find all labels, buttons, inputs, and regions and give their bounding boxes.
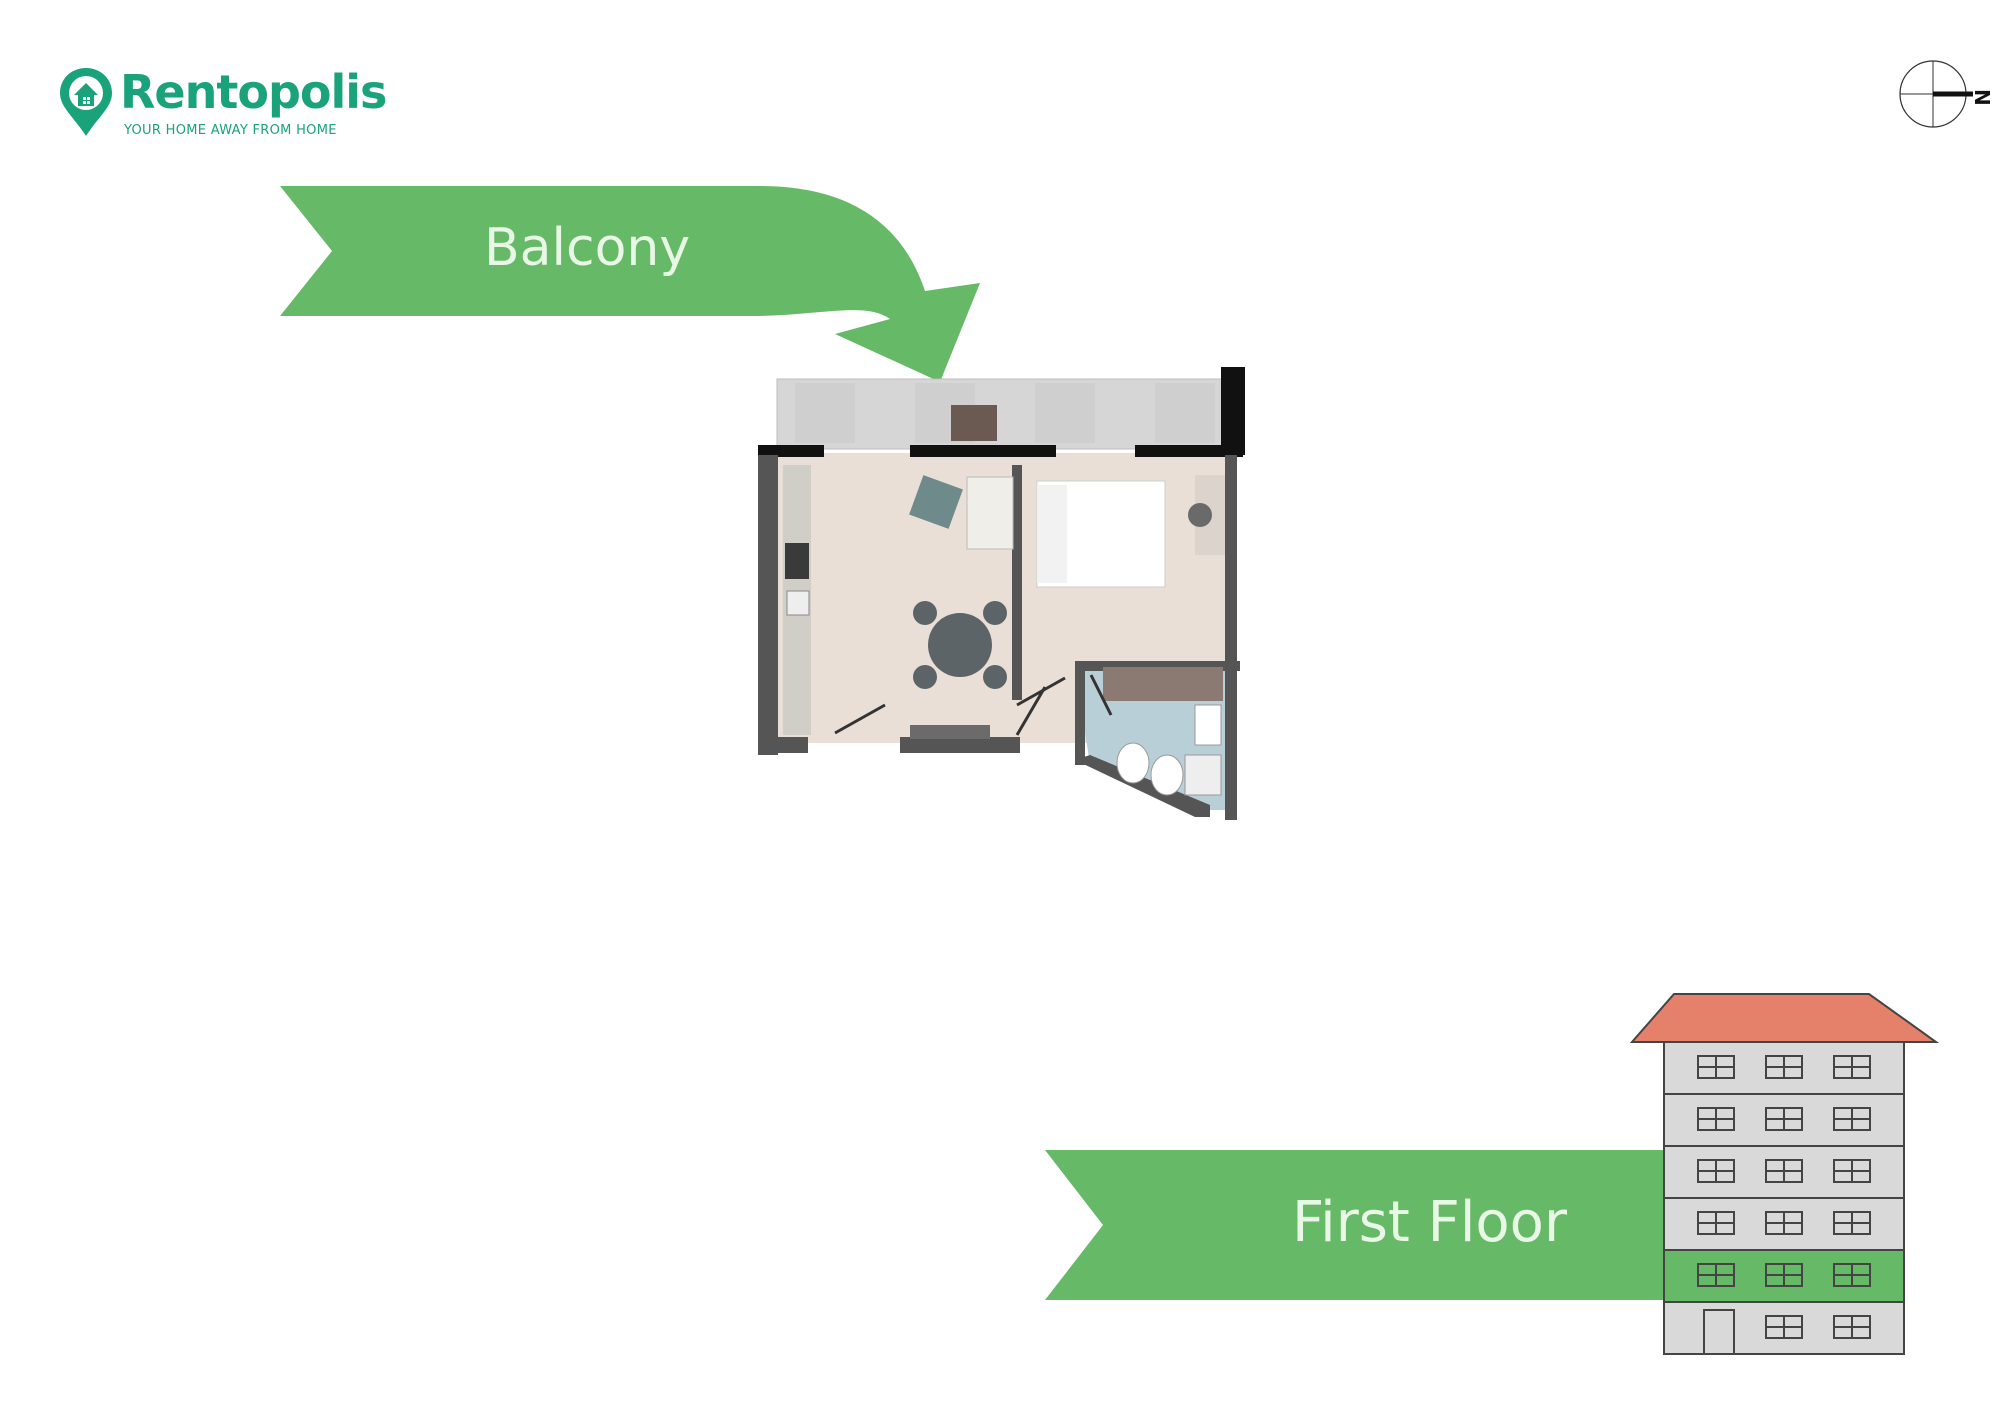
- apartment-floor-plan: [755, 365, 1255, 830]
- floor-label: First Floor: [1292, 1190, 1567, 1255]
- balcony-label: Balcony: [484, 218, 691, 278]
- brand-name: Rentopolis: [120, 65, 387, 119]
- floor-arrow-banner: [1045, 1150, 1685, 1305]
- building-icon: [1624, 990, 1944, 1365]
- brand-tagline: YOUR HOME AWAY FROM HOME: [124, 123, 337, 138]
- rentopolis-logo: Rentopolis YOUR HOME AWAY FROM HOME: [58, 66, 388, 156]
- compass-north-letter: N: [1970, 89, 1990, 106]
- home-pin-icon: [60, 68, 112, 136]
- north-compass-icon: N: [1895, 56, 1994, 141]
- building-door: [1703, 1309, 1735, 1355]
- balcony-arrow-banner: [280, 186, 990, 391]
